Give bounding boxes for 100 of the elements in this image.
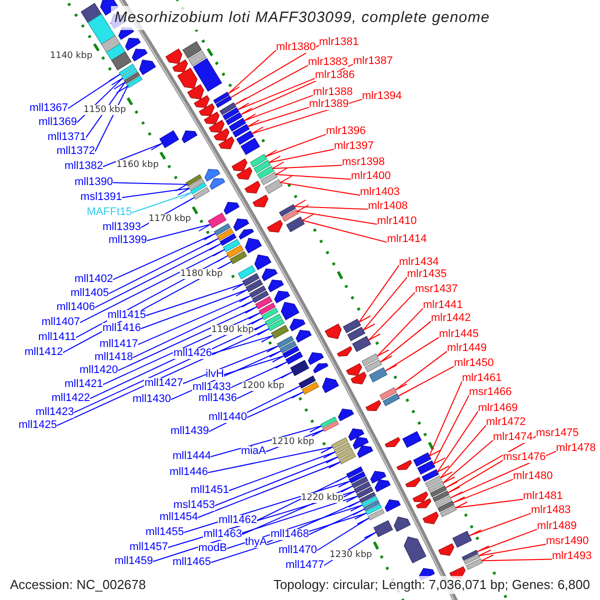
gene-glyph	[254, 254, 272, 270]
gene-block	[290, 360, 310, 376]
leader-line	[212, 335, 274, 354]
scale-label: 1210 kbp	[272, 436, 314, 446]
gene-label: mll1405	[70, 288, 109, 298]
gene-glyph	[252, 194, 268, 208]
gene-label: mlr1483	[531, 504, 571, 516]
gene-block	[264, 179, 283, 194]
leader-line	[292, 200, 368, 210]
gene-label: mlr1489	[537, 520, 577, 532]
leader-line	[228, 452, 336, 492]
gene-label: mlr1389	[309, 98, 349, 110]
gene-glyph	[198, 103, 215, 116]
gene-glyph	[194, 95, 210, 108]
gene-block	[232, 124, 250, 138]
leader-line	[246, 391, 304, 418]
gene-label: mlr1434	[399, 256, 439, 268]
leader-line	[398, 366, 454, 396]
gene-label: msr1490	[546, 536, 589, 546]
leader-line	[272, 162, 342, 169]
gene-block	[354, 481, 371, 494]
gene-block	[464, 554, 480, 565]
gene-block	[402, 431, 422, 448]
gene-label: mlr1445	[439, 328, 479, 340]
gene-label: msr1466	[469, 386, 512, 398]
gene-label: msl1391	[80, 192, 122, 202]
gene-block	[302, 382, 320, 395]
leader-line	[210, 425, 322, 458]
leader-line	[384, 336, 440, 372]
gene-label: mlr1410	[377, 216, 417, 226]
gene-glyph	[262, 268, 278, 282]
leader-line	[279, 176, 360, 196]
gene-label: mll1406	[56, 302, 95, 312]
gene-label: mlr1388	[313, 86, 353, 98]
gene-label: ilvH	[206, 368, 224, 380]
gene-label: mll1390	[74, 176, 113, 188]
gene-glyph	[346, 363, 362, 376]
gene-block	[424, 476, 442, 488]
gene-block	[236, 130, 254, 145]
gene-block	[347, 326, 366, 342]
leader-line	[358, 264, 400, 323]
scale-label: 1180 kbp	[180, 269, 223, 280]
gene-label: mlr1435	[407, 268, 447, 280]
leader-line	[481, 554, 552, 562]
gene-glyph	[165, 48, 182, 64]
gene-label: mll1459	[114, 556, 153, 566]
gene-glyph	[208, 120, 225, 133]
gene-block	[348, 471, 366, 484]
gene-block	[437, 500, 454, 512]
gene-label: mll1436	[198, 392, 237, 404]
gene-block	[352, 336, 372, 352]
gene-glyph	[280, 302, 300, 320]
gene-label: mll1399	[108, 234, 147, 246]
gene-block	[452, 530, 472, 548]
gene-label: mlr1387	[353, 56, 393, 66]
gene-block	[255, 296, 272, 310]
gene-block	[252, 290, 269, 303]
gene-label: mlr1461	[462, 372, 502, 384]
gene-label: mlr1414	[387, 234, 427, 244]
gene-glyph	[172, 59, 188, 72]
gene-label: msr1476	[503, 452, 546, 462]
leader-line	[442, 440, 494, 484]
gene-glyph	[308, 352, 324, 365]
gene-glyph	[266, 220, 283, 233]
gene-glyph	[210, 178, 226, 190]
gene-glyph	[370, 470, 386, 484]
gene-label: mlr1474	[493, 432, 533, 442]
gene-label: mlr1478	[556, 442, 596, 454]
gene-block	[351, 476, 368, 488]
gene-glyph	[125, 38, 141, 51]
leader-line	[268, 148, 334, 164]
gene-block	[368, 367, 388, 382]
leader-line	[296, 204, 378, 225]
gene-block	[216, 96, 232, 108]
leader-line	[455, 498, 524, 508]
leader-line	[208, 446, 333, 474]
gene-label: mll1372	[56, 146, 95, 156]
gene-block	[271, 324, 289, 339]
gene-glyph	[313, 363, 328, 374]
gene-glyph	[324, 324, 342, 340]
gene-label: mlr1400	[351, 170, 391, 182]
leader-line	[68, 74, 121, 109]
gene-block	[320, 416, 337, 428]
gene-block	[240, 138, 260, 156]
gene-block	[282, 209, 299, 222]
gene-block	[190, 182, 207, 194]
gene-glyph	[232, 158, 248, 172]
leader-line	[376, 308, 424, 357]
gene-label: miaA	[240, 446, 266, 456]
gene-glyph	[238, 228, 254, 240]
gene-label: thyA	[244, 536, 267, 548]
gene-label: mlr1480	[513, 470, 553, 482]
gene-block	[334, 442, 351, 454]
gene-label: msl1453	[173, 500, 215, 510]
gene-glyph	[348, 428, 364, 441]
gene-label: mll1477	[285, 560, 324, 570]
gene-block	[159, 130, 180, 148]
gene-block	[118, 64, 136, 76]
gene-block	[121, 68, 138, 80]
gene-block	[462, 550, 478, 561]
